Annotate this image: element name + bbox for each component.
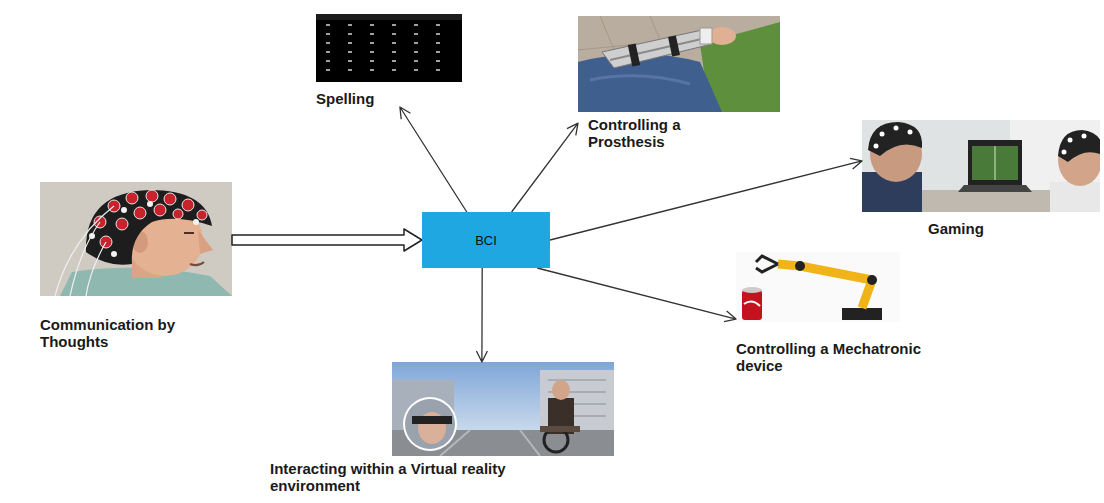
eeg-cap-person-part-part <box>111 251 117 257</box>
arrow-connector <box>537 268 736 322</box>
prosthesis-photo-part <box>578 16 780 112</box>
robot-arm-part <box>744 301 760 306</box>
virtual-reality-scene-part <box>540 426 580 432</box>
prosthesis-photo <box>578 16 780 112</box>
speller-matrix-part <box>322 22 458 78</box>
arrow-connector <box>550 158 862 240</box>
eeg-cap-person-part <box>40 182 232 296</box>
image-panel: Interacting within a Virtual reality env… <box>270 362 614 494</box>
prosthesis-photo-part <box>628 43 640 66</box>
box-label: BCI <box>475 233 497 248</box>
prosthesis-photo-part <box>578 54 722 112</box>
caption: Interacting within a Virtual reality env… <box>270 460 532 494</box>
robot-arm-part <box>778 264 872 308</box>
robot-arm-part <box>795 261 805 271</box>
eeg-cap-person-part-part <box>182 199 194 211</box>
eeg-cap-person-part-part <box>116 218 128 230</box>
gaming-photo <box>862 120 1100 212</box>
eeg-cap-person-part <box>86 190 212 265</box>
image-panel: Controlling a Prosthesis <box>578 16 780 150</box>
prosthesis-photo-part <box>590 76 690 84</box>
arrow-connector <box>400 107 467 212</box>
gaming-photo-part-part <box>1062 150 1067 155</box>
virtual-reality-scene <box>392 362 614 456</box>
eeg-cap-person-part <box>190 262 204 265</box>
gaming-photo-part-part <box>894 126 899 131</box>
virtual-reality-scene-part-part <box>412 416 452 424</box>
image-panel: Communication by Thoughts <box>40 182 232 350</box>
gaming-photo-part <box>1058 130 1100 162</box>
eeg-cap-person-part-part <box>134 207 146 219</box>
eeg-cap-person-part <box>89 201 199 257</box>
eeg-cap-person-part <box>198 230 213 254</box>
eeg-cap-person-part-part <box>154 204 166 216</box>
prosthesis-photo-part <box>668 35 680 56</box>
robot-arm-part <box>742 287 762 293</box>
prosthesis-photo-part <box>578 16 780 112</box>
eeg-cap-person-part-part <box>197 210 207 220</box>
gaming-photo-part <box>868 122 922 156</box>
process-box: BCI <box>422 212 550 268</box>
eeg-cap-person-part <box>184 232 194 234</box>
robot-arm-part <box>842 308 882 320</box>
virtual-reality-scene-part <box>400 396 460 452</box>
eeg-cap-person-part <box>55 206 114 296</box>
eeg-cap-person-part <box>94 190 207 248</box>
speller-matrix-part <box>316 14 462 20</box>
eeg-cap-person-part-part <box>193 219 199 225</box>
gaming-photo-part-part <box>908 130 913 135</box>
arrow-connector <box>512 123 578 212</box>
arrow-connector <box>476 268 487 362</box>
gaming-photo-part <box>968 140 1022 185</box>
virtual-reality-scene-part <box>552 380 570 400</box>
eeg-cap-person-part-part <box>121 207 127 213</box>
eeg-cap-person-part-part <box>173 209 183 219</box>
prosthesis-photo-part <box>602 30 712 68</box>
caption: Gaming <box>928 220 1048 237</box>
eeg-cap-person-part-part <box>164 193 176 205</box>
robot-arm <box>736 252 900 322</box>
virtual-reality-scene-part-part <box>400 396 460 452</box>
caption: Controlling a Mechatronic device <box>736 340 936 374</box>
gaming-photo-part <box>958 185 1032 192</box>
gaming-photo-part <box>874 126 913 149</box>
gaming-photo-part <box>1050 182 1100 212</box>
eeg-cap-person-part-part <box>146 190 158 202</box>
gaming-photo-part-part <box>1082 134 1087 139</box>
robot-arm-part <box>756 256 778 272</box>
caption: Controlling a Prosthesis <box>588 116 728 150</box>
eeg-cap-person-part-part <box>147 201 153 207</box>
prosthesis-photo-part <box>610 38 706 60</box>
image-panel: Gaming <box>862 120 1100 237</box>
robot-arm-part <box>736 252 900 322</box>
gaming-photo-part-part <box>880 132 885 137</box>
caption: Communication by Thoughts <box>40 316 210 350</box>
gaming-photo-part-part <box>1068 138 1073 143</box>
gaming-photo-part <box>972 146 1018 180</box>
robot-arm-part <box>867 275 877 285</box>
caption: Spelling <box>316 90 456 107</box>
eeg-cap-person <box>40 182 232 296</box>
image-panel: Controlling a Mechatronic device <box>736 252 936 374</box>
gaming-photo-part <box>995 146 996 180</box>
speller-matrix <box>316 14 462 82</box>
virtual-reality-scene-part <box>392 362 614 456</box>
gaming-photo-part-part <box>874 144 879 149</box>
hollow-arrow <box>232 229 422 251</box>
speller-matrix-part <box>316 14 462 82</box>
gaming-photo-part <box>1062 134 1087 155</box>
image-panel: Spelling <box>316 14 462 107</box>
prosthesis-photo-part <box>700 28 712 44</box>
robot-arm-part <box>742 290 762 320</box>
eeg-cap-person-part-part <box>126 192 138 204</box>
